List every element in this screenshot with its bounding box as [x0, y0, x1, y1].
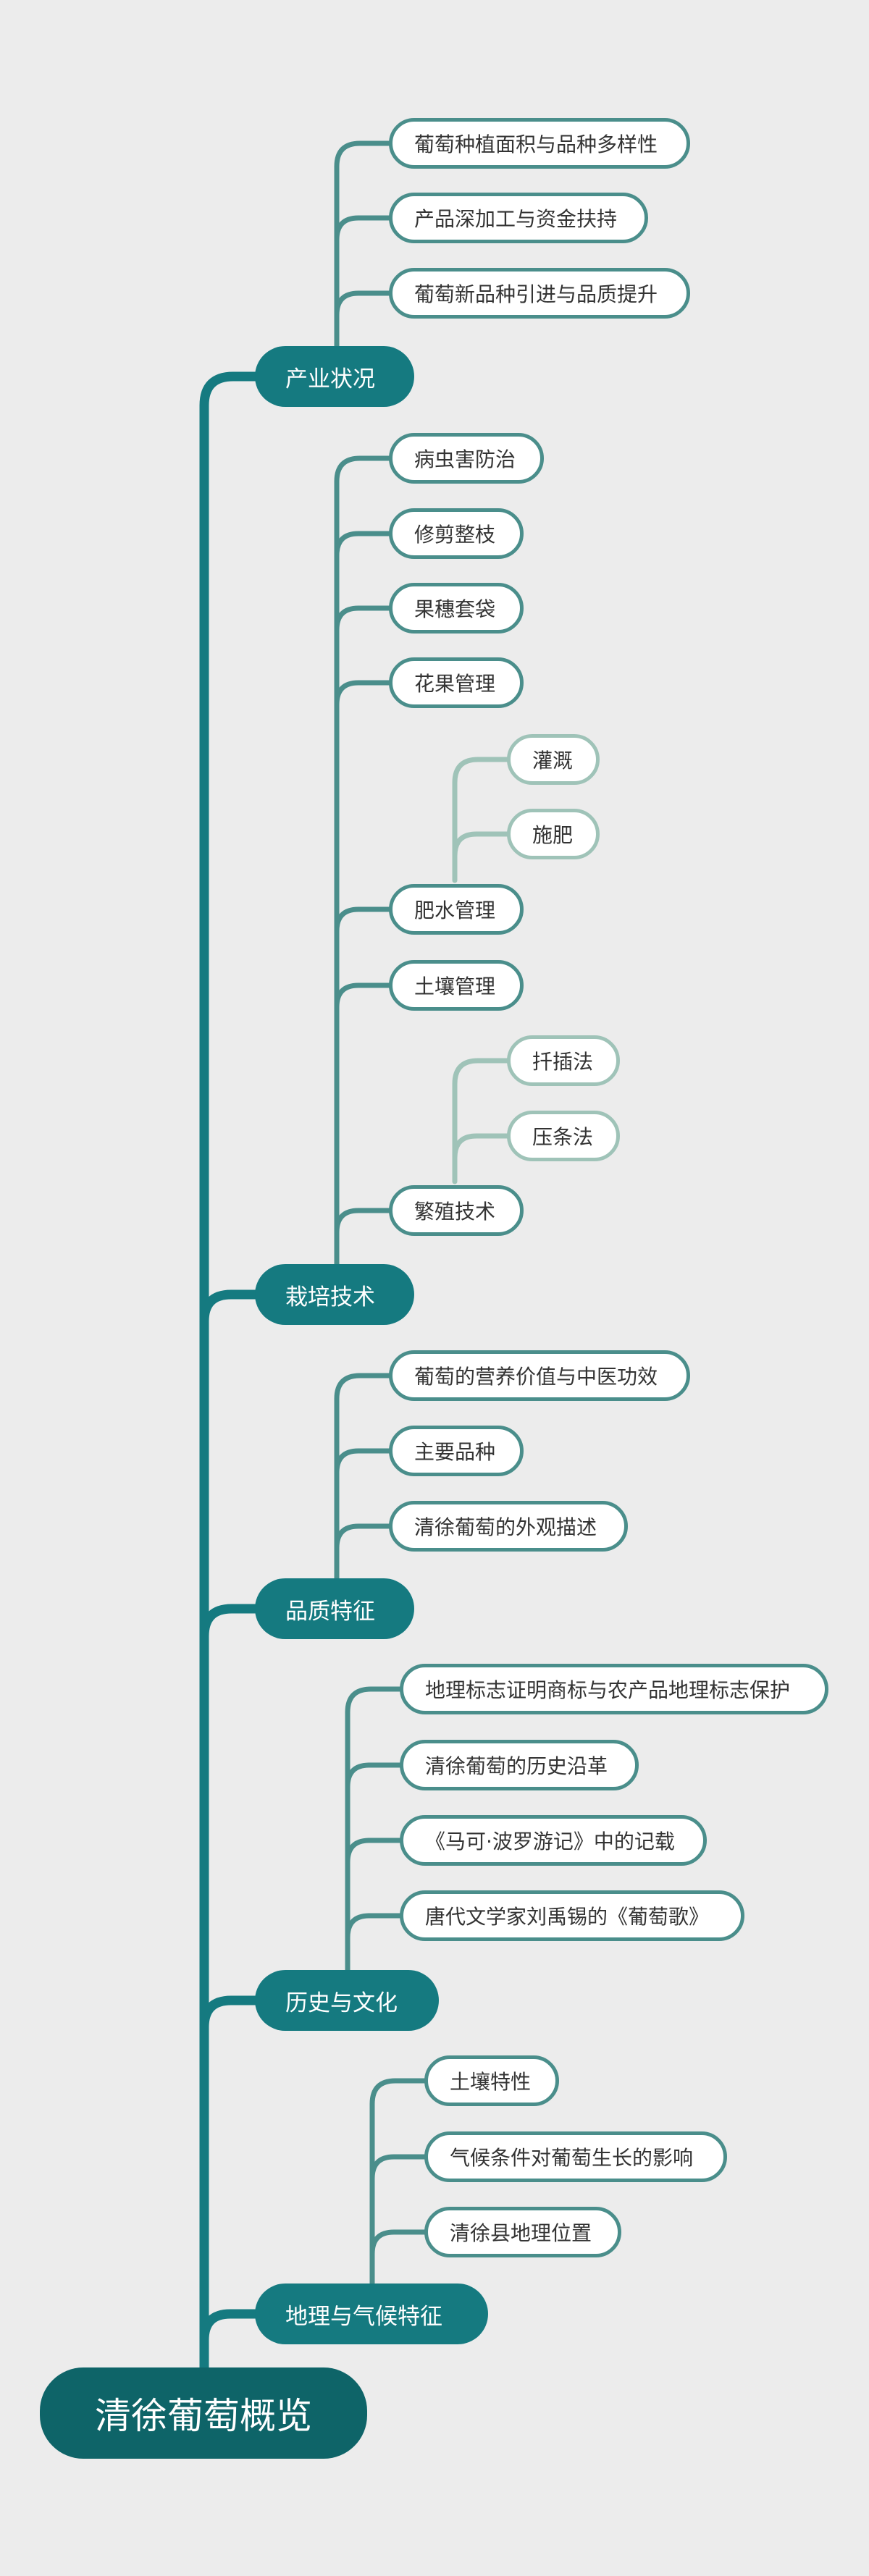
sub-branch-lines — [452, 757, 510, 1184]
topic-main-varieties[interactable]: 主要品种 — [389, 1426, 524, 1476]
topic-deep-processing[interactable]: 产品深加工与资金扶持 — [389, 193, 648, 243]
topic-soil-characteristics[interactable]: 土壤特性 — [424, 2055, 559, 2106]
topic-pest-control[interactable]: 病虫害防治 — [389, 433, 544, 484]
branch-quality[interactable]: 品质特征 — [255, 1578, 414, 1639]
topic-soil-management[interactable]: 土壤管理 — [389, 960, 524, 1011]
topic-fertilization[interactable]: 施肥 — [507, 809, 600, 859]
branch-cultivation[interactable]: 栽培技术 — [255, 1264, 414, 1325]
topic-planting-area[interactable]: 葡萄种植面积与品种多样性 — [389, 118, 690, 169]
topic-liu-yuxi-poem[interactable]: 唐代文学家刘禹锡的《葡萄歌》 — [400, 1890, 744, 1941]
topic-cutting-method[interactable]: 扦插法 — [507, 1035, 620, 1086]
topic-climate-impact[interactable]: 气候条件对葡萄生长的影响 — [424, 2131, 727, 2182]
topic-qingxu-location[interactable]: 清徐县地理位置 — [424, 2207, 621, 2257]
branch-industry-status[interactable]: 产业状况 — [255, 346, 414, 407]
topic-bagging[interactable]: 果穗套袋 — [389, 583, 524, 634]
topic-flower-fruit[interactable]: 花果管理 — [389, 657, 524, 708]
topic-new-varieties[interactable]: 葡萄新品种引进与品质提升 — [389, 268, 690, 319]
topic-nutrition-value[interactable]: 葡萄的营养价值与中医功效 — [389, 1350, 690, 1401]
branch-history-culture[interactable]: 历史与文化 — [255, 1970, 439, 2031]
trunk-lines — [199, 371, 260, 2373]
topic-marco-polo[interactable]: 《马可·波罗游记》中的记载 — [400, 1815, 707, 1866]
topic-water-fertilizer[interactable]: 肥水管理 — [389, 884, 524, 935]
branch-lines — [334, 140, 427, 2288]
topic-geo-trademark[interactable]: 地理标志证明商标与农产品地理标志保护 — [400, 1664, 828, 1714]
topic-layering-method[interactable]: 压条法 — [507, 1111, 620, 1161]
topic-history-evolution[interactable]: 清徐葡萄的历史沿革 — [400, 1740, 639, 1790]
topic-pruning[interactable]: 修剪整枝 — [389, 508, 524, 559]
topic-appearance[interactable]: 清徐葡萄的外观描述 — [389, 1501, 628, 1552]
root-node[interactable]: 清徐葡萄概览 — [40, 2367, 367, 2459]
topic-irrigation[interactable]: 灌溉 — [507, 734, 600, 785]
topic-propagation[interactable]: 繁殖技术 — [389, 1185, 524, 1236]
branch-geography-climate[interactable]: 地理与气候特征 — [255, 2284, 488, 2344]
